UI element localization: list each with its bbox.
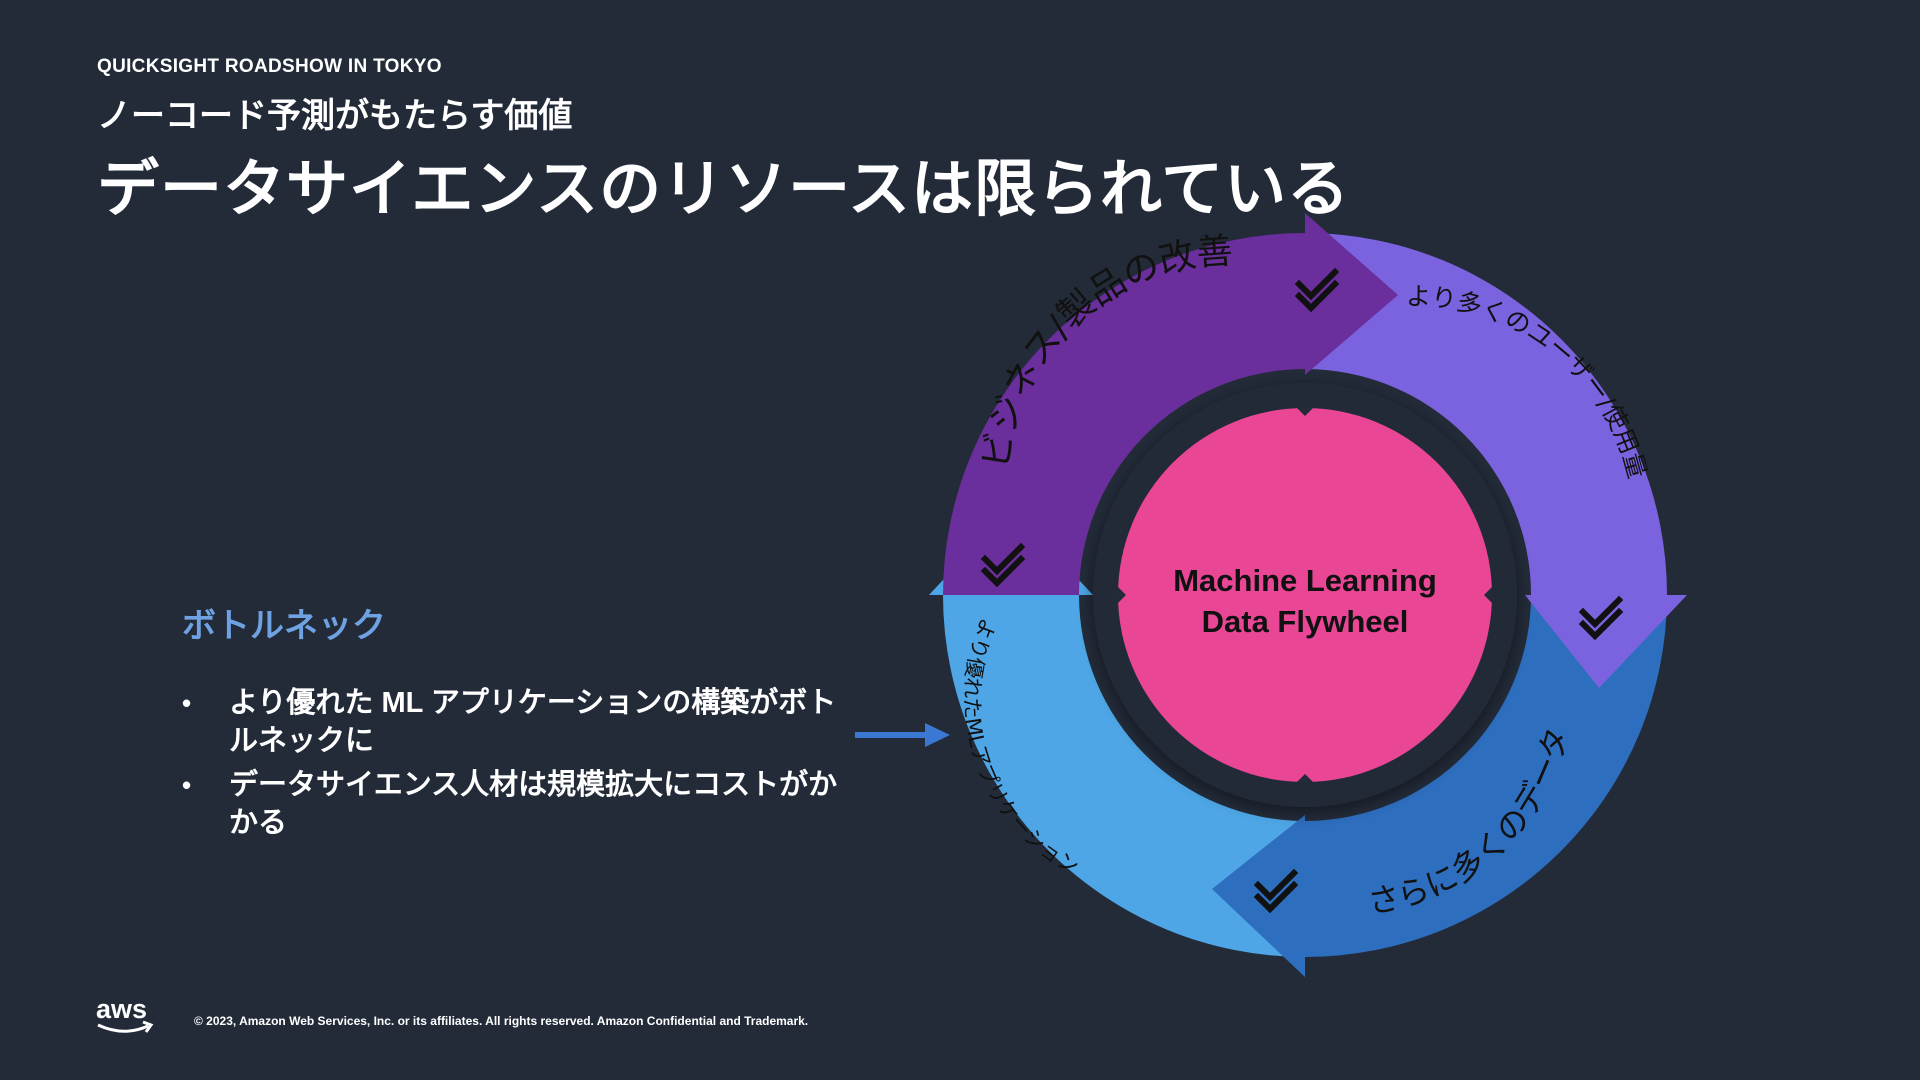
slide-title: データサイエンスのリソースは限られている: [97, 155, 1351, 224]
hub-notch-bottom: [1297, 774, 1313, 782]
hub-notch-left: [1118, 587, 1126, 603]
segment-arrow-purple: [943, 213, 1398, 595]
double-check-icon: [1253, 868, 1299, 914]
flywheel-hub: [1118, 408, 1492, 782]
double-check-icon: [980, 542, 1026, 588]
double-check-icon: [1294, 267, 1340, 313]
bottleneck-list: より優れた ML アプリケーションの構築がボトルネックに データサイエンス人材は…: [182, 684, 862, 848]
bullet-item: より優れた ML アプリケーションの構築がボトルネックに: [182, 684, 862, 760]
segment-arrow-blue-light: [929, 507, 1305, 957]
bottleneck-heading: ボトルネック: [182, 607, 386, 645]
hub-label-line1: Machine Learning: [1173, 563, 1437, 598]
double-check-icon: [1578, 595, 1624, 641]
copyright-notice: © 2023, Amazon Web Services, Inc. or its…: [194, 1014, 809, 1028]
aws-logo: aws: [96, 994, 154, 1033]
hub-notch-right: [1484, 587, 1492, 603]
segment-arrow-violet: [1305, 233, 1687, 688]
pointer-arrow: [855, 723, 950, 747]
bullet-item: データサイエンス人材は規模拡大にコストがかかる: [182, 766, 862, 842]
segment-arrow-blue-dark: [1212, 595, 1667, 977]
event-name: QUICKSIGHT ROADSHOW IN TOKYO: [97, 56, 442, 77]
slide-subtitle: ノーコード予測がもたらす価値: [97, 97, 573, 135]
hub-notch-top: [1297, 408, 1313, 416]
hub-label-line2: Data Flywheel: [1202, 604, 1409, 639]
aws-logo-text: aws: [96, 994, 147, 1024]
